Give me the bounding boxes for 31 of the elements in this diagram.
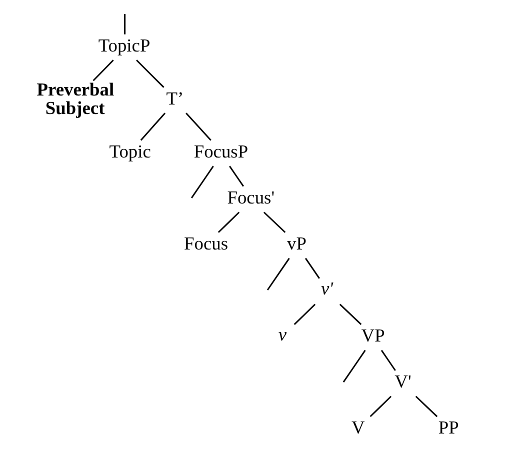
connector [124,14,126,34]
node-text: Focus' [227,188,275,208]
connector [370,396,392,418]
node-text: V' [394,372,412,392]
node-text: PP [438,418,459,438]
connector [263,212,286,233]
node-text: T’ [166,88,184,109]
node-text: Preverbal Subject [36,79,114,118]
connector [229,166,244,187]
node-text: Focus [184,234,228,254]
connector [339,304,362,325]
node-text: TopicP [98,36,150,56]
connector [218,212,240,233]
node-text: v [278,324,287,344]
connector [294,304,316,325]
connector [92,60,114,82]
connector [380,350,396,371]
connector [304,258,320,279]
node-text: v' [321,278,334,298]
connector [266,258,290,290]
node-text: vP [287,234,307,254]
node-text: FocusP [194,141,248,162]
node-text: Topic [109,141,151,162]
connector [342,350,366,382]
connector [415,396,438,418]
node-text: V [352,418,365,438]
connector [190,166,214,198]
node-text: VP [361,326,385,346]
connector [140,112,166,141]
connector [136,60,164,88]
connector [186,112,212,141]
